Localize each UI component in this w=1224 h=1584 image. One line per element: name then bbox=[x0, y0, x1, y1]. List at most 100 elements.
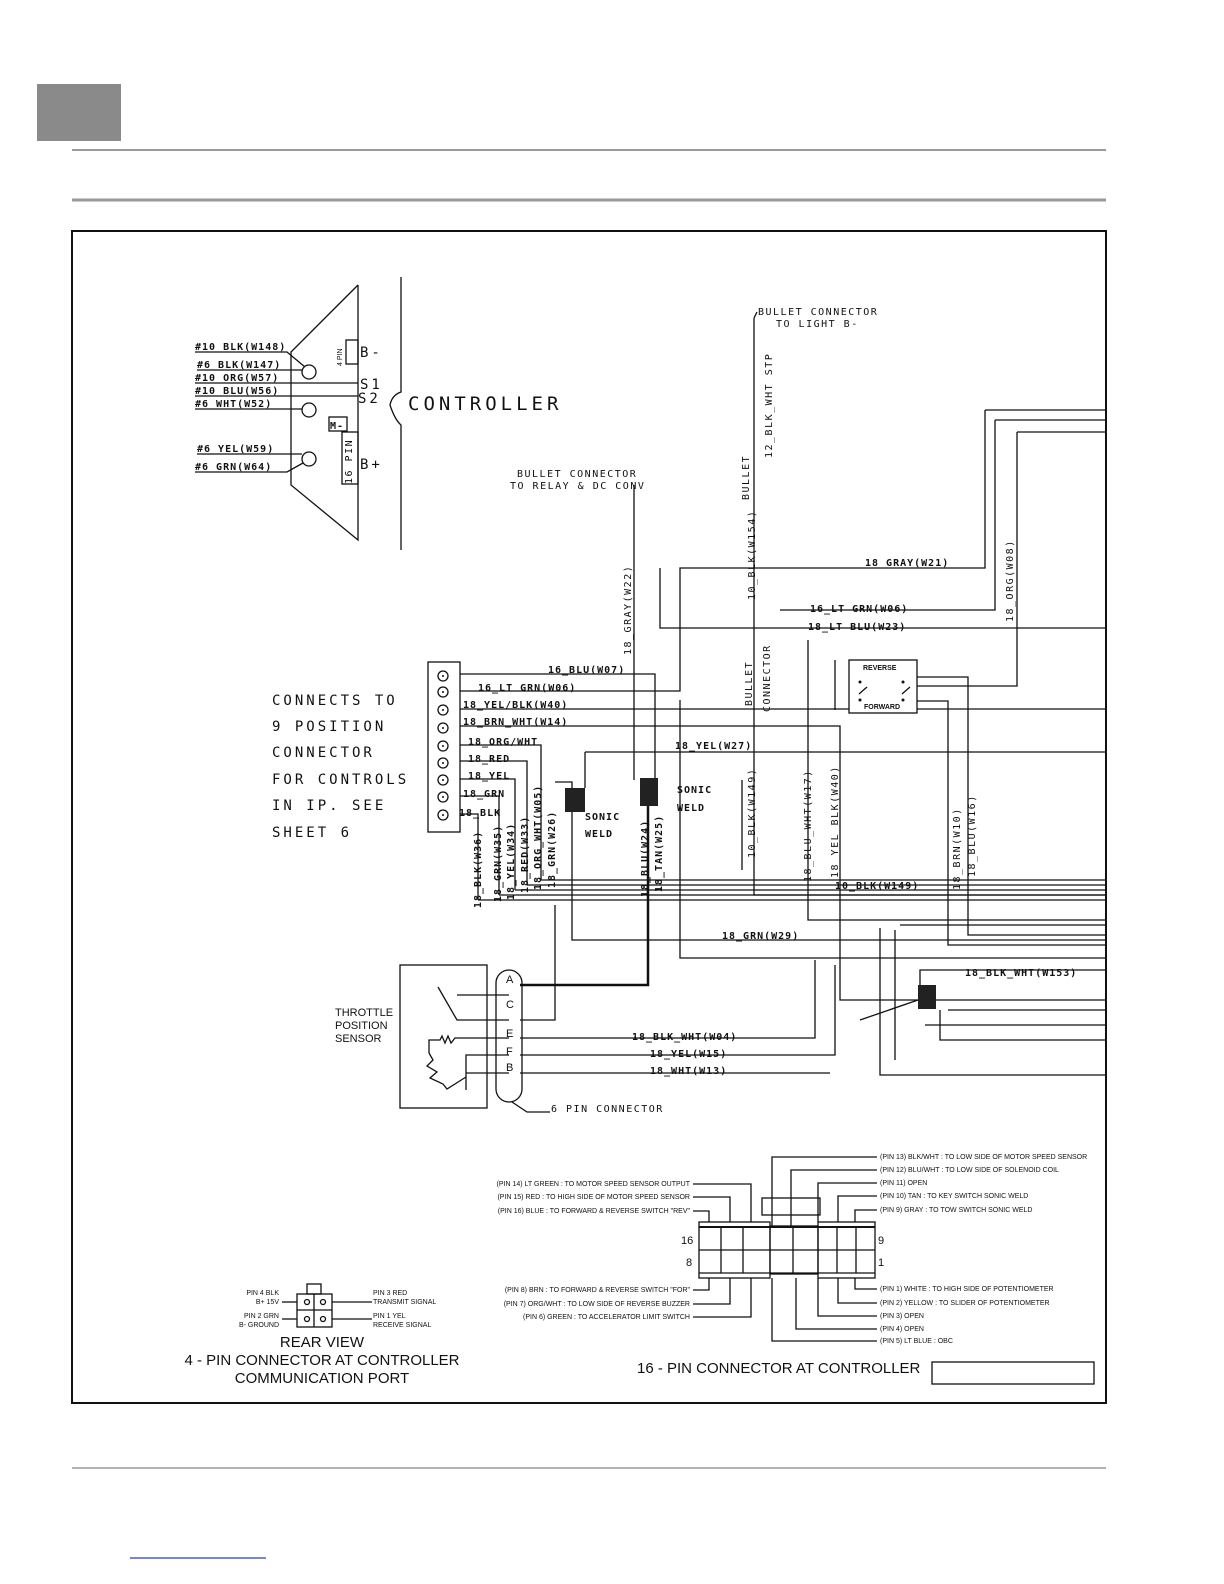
pin-letter: C bbox=[506, 999, 514, 1011]
row-label: 8 bbox=[686, 1257, 692, 1269]
wire-label: 18_YEL(W15) bbox=[650, 1049, 727, 1060]
throttle-label: SENSOR bbox=[335, 1033, 382, 1045]
wire bbox=[460, 778, 516, 890]
connector-pin bbox=[437, 704, 449, 716]
leader-line bbox=[693, 1278, 710, 1291]
leader-line bbox=[693, 1278, 752, 1318]
throttle-label: POSITION bbox=[335, 1020, 388, 1032]
wire-label: 18_ORG(W08) bbox=[1005, 539, 1016, 622]
label-4-pin: 4 PIN bbox=[337, 348, 344, 366]
row-label: 9 bbox=[878, 1235, 884, 1247]
connector-pin bbox=[437, 722, 449, 734]
leader-line bbox=[795, 1278, 877, 1330]
wire bbox=[939, 1010, 1106, 1041]
wire bbox=[555, 781, 1106, 941]
terminal-circle bbox=[301, 451, 317, 467]
pin-callout-label: (PIN 11) OPEN bbox=[880, 1180, 927, 1187]
wire bbox=[859, 999, 919, 1021]
wire-label: 18_GRAY(W21) bbox=[865, 558, 949, 569]
wire bbox=[460, 725, 918, 1001]
wire-label: 18_YEL(W27) bbox=[675, 741, 752, 752]
pin-label: RECEIVE SIGNAL bbox=[373, 1322, 431, 1329]
pin-label: PIN 3 RED bbox=[373, 1290, 407, 1297]
wire-group bbox=[195, 311, 1106, 1076]
connector-note: CONNECTS TO 9 POSITION CONNECTOR FOR CON… bbox=[272, 693, 406, 841]
six-pin-connector-label: 6 PIN CONNECTOR bbox=[551, 1104, 664, 1115]
note-line: SHEET 6 bbox=[272, 825, 352, 841]
wire-label: 18_YEL/BLK(W40) bbox=[463, 700, 568, 711]
leader-line bbox=[817, 1278, 877, 1317]
wire-label: 18_GRN(W35) bbox=[493, 825, 504, 902]
bullet-light-label: BULLET CONNECTOR bbox=[758, 307, 878, 318]
label-16-pin: 16 PIN bbox=[344, 439, 355, 484]
wire-label: 18_RED(W33) bbox=[520, 816, 531, 893]
connector-pin-dot bbox=[442, 691, 444, 693]
note-line: CONNECTOR bbox=[272, 745, 375, 761]
pin-callout-label: (PIN 4) OPEN bbox=[880, 1326, 924, 1333]
wire-label: #10_BLU(W56) bbox=[195, 386, 279, 397]
wire bbox=[195, 351, 306, 368]
wire-label: #6_GRN(W64) bbox=[195, 462, 272, 473]
wire-label: 10_BLK(W149) bbox=[747, 768, 758, 858]
wire-label: 16_LT GRN(W06) bbox=[478, 683, 576, 694]
leader-line bbox=[854, 1278, 877, 1290]
connector-pin bbox=[437, 774, 449, 786]
wire-label: CONNECTOR bbox=[762, 644, 773, 712]
wire bbox=[460, 744, 542, 880]
sixteen-pin-connector: 16 8 9 1 (PIN 14) LT GREEN : TO MOTOR SP… bbox=[497, 1154, 1095, 1385]
nine-position-connector: 16_BLU(W07) 16_LT GRN(W06) 18_YEL/BLK(W4… bbox=[427, 661, 624, 833]
wire-label: 18_ORG/WHT bbox=[468, 737, 538, 748]
connector-pin bbox=[437, 809, 449, 821]
wire bbox=[460, 760, 528, 885]
four-pin-title: COMMUNICATION PORT bbox=[235, 1370, 409, 1387]
pin-callout-label: (PIN 2) YELLOW : TO SLIDER OF POTENTIOME… bbox=[880, 1300, 1050, 1307]
wire bbox=[919, 969, 1106, 985]
connector-pin bbox=[437, 757, 449, 769]
wire-label: #6_YEL(W59) bbox=[197, 444, 274, 455]
wire bbox=[460, 673, 656, 780]
row-label: 16 bbox=[681, 1235, 693, 1247]
wire bbox=[753, 311, 758, 319]
pin-label: PIN 4 BLK bbox=[246, 1290, 279, 1297]
sonic-weld-block bbox=[918, 985, 936, 1009]
leader-line bbox=[790, 1169, 877, 1226]
switch-forward-label: FORWARD bbox=[864, 704, 900, 711]
pin-label: PIN 2 GRN bbox=[244, 1313, 279, 1320]
pin-label: PIN 1 YEL bbox=[373, 1313, 406, 1320]
sonic-weld-block bbox=[565, 788, 585, 812]
connector-pin-dot bbox=[442, 745, 444, 747]
wire-label: 18_BRN_WHT(W14) bbox=[463, 717, 568, 728]
wire bbox=[195, 462, 304, 473]
sonic-weld-label: SONIC bbox=[585, 812, 620, 823]
wire-label: 18_YEL(W34) bbox=[506, 823, 517, 900]
sonic-weld-block bbox=[640, 778, 658, 806]
pin-callout-label: (PIN 6) GREEN : TO ACCELERATOR LIMIT SWI… bbox=[523, 1314, 690, 1321]
sixteen-pin-title: 16 - PIN CONNECTOR AT CONTROLLER bbox=[637, 1360, 921, 1377]
wire bbox=[659, 568, 1106, 629]
note-line: 9 POSITION bbox=[272, 719, 386, 735]
sonic-weld-label: WELD bbox=[585, 829, 613, 840]
pin-callout-label: (PIN 3) OPEN bbox=[880, 1313, 924, 1320]
wire-label: 18_YEL_BLK(W40) bbox=[830, 765, 841, 878]
connector-pin bbox=[437, 740, 449, 752]
wire bbox=[879, 928, 1106, 1076]
pin-label: B- GROUND bbox=[239, 1322, 279, 1329]
wire-label: 18_RED bbox=[468, 754, 510, 765]
pin-callout-label: (PIN 16) BLUE : TO FORWARD & REVERSE SWI… bbox=[498, 1208, 691, 1215]
connector-pin bbox=[437, 686, 449, 698]
wire-label: 16_LT GRN(W06) bbox=[810, 604, 908, 615]
wire-label: 18_ORG_WHT(W05) bbox=[533, 785, 544, 890]
terminal-s1: S1 bbox=[360, 377, 383, 393]
leader-line bbox=[771, 1278, 877, 1342]
wire-label: #6_WHT(W52) bbox=[195, 399, 272, 410]
wire bbox=[917, 676, 1106, 936]
wire-label: 18_BLU(W24) bbox=[640, 820, 651, 897]
wire-label: 18_BLK_WHT(W153) bbox=[965, 968, 1077, 979]
wire-label: 18_GRN bbox=[463, 789, 505, 800]
wire-label: #10_ORG(W57) bbox=[195, 373, 279, 384]
note-line: IN IP. SEE bbox=[272, 798, 386, 814]
wire bbox=[460, 795, 500, 895]
wire bbox=[520, 905, 556, 1021]
terminal-circle bbox=[301, 364, 317, 380]
